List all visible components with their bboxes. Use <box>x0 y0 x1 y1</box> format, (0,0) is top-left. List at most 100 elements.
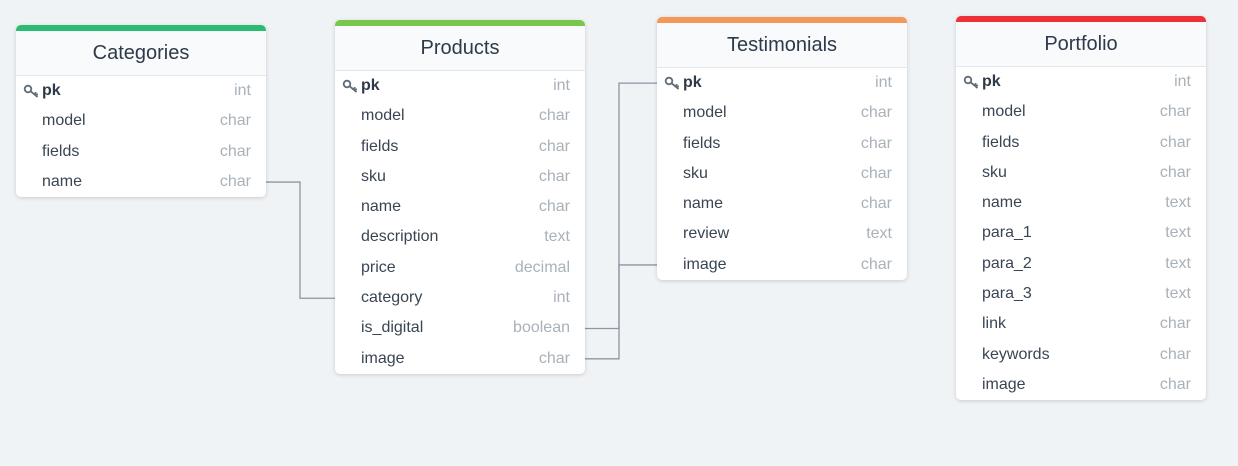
field-name: name <box>683 195 724 213</box>
field-type: char <box>860 104 892 122</box>
field-row-description[interactable]: description text <box>335 222 585 252</box>
relation-line <box>585 82 657 330</box>
field-row-link[interactable]: link char <box>956 309 1206 339</box>
field-type: text <box>544 228 570 246</box>
field-type: char <box>538 107 570 125</box>
field-name: model <box>361 107 405 125</box>
field-name: model <box>982 103 1026 121</box>
field-name: para_1 <box>982 224 1032 242</box>
key-icon <box>963 74 979 90</box>
field-name: name <box>982 194 1023 212</box>
field-row-pk[interactable]: pk int <box>16 76 266 106</box>
field-type: char <box>860 134 892 152</box>
field-row-category[interactable]: category int <box>335 283 585 313</box>
field-type: int <box>553 289 570 307</box>
field-name: price <box>361 258 396 276</box>
field-type: char <box>1159 103 1191 121</box>
field-row-model[interactable]: model char <box>335 101 585 131</box>
field-name: is_digital <box>361 319 424 337</box>
field-name: category <box>361 289 423 307</box>
field-name: name <box>42 172 83 190</box>
field-type: text <box>866 225 892 243</box>
field-type: char <box>538 137 570 155</box>
field-type: int <box>234 82 251 99</box>
field-name: para_3 <box>982 285 1032 303</box>
field-name: sku <box>982 163 1007 181</box>
field-row-fields[interactable]: fields char <box>335 132 585 162</box>
field-row-is-digital[interactable]: is_digital boolean <box>335 313 585 343</box>
field-type: char <box>1159 133 1191 151</box>
field-name: pk <box>982 73 1001 90</box>
field-type: decimal <box>514 258 570 276</box>
field-type: text <box>1165 254 1191 272</box>
field-name: description <box>361 228 439 246</box>
field-type: char <box>219 142 251 160</box>
table-title: Portfolio <box>956 22 1206 67</box>
field-name: fields <box>42 142 80 160</box>
field-type: char <box>538 349 570 367</box>
field-name: model <box>683 104 727 122</box>
field-row-name[interactable]: name char <box>16 167 266 197</box>
key-icon <box>342 78 358 94</box>
table-header-bar <box>16 25 266 31</box>
field-type: boolean <box>513 319 570 337</box>
field-name: image <box>982 375 1026 393</box>
table-header-bar <box>657 17 907 23</box>
field-type: char <box>860 195 892 213</box>
field-name: fields <box>361 137 399 155</box>
relation-line <box>585 264 657 360</box>
field-type: char <box>1159 315 1191 333</box>
table-title: Products <box>335 26 585 71</box>
table-header-bar <box>335 20 585 26</box>
field-type: char <box>538 167 570 185</box>
field-type: char <box>1159 345 1191 363</box>
field-type: char <box>1159 163 1191 181</box>
field-row-price[interactable]: price decimal <box>335 253 585 283</box>
field-type: char <box>860 255 892 273</box>
field-row-model[interactable]: model char <box>657 98 907 128</box>
field-name: fields <box>982 133 1020 151</box>
field-name: name <box>361 198 402 216</box>
field-name: pk <box>683 74 702 91</box>
field-type: text <box>1165 285 1191 303</box>
field-name: pk <box>42 82 61 99</box>
field-type: int <box>553 77 570 94</box>
field-name: link <box>982 315 1007 333</box>
field-row-fields[interactable]: fields char <box>16 137 266 167</box>
field-row-name[interactable]: name text <box>956 188 1206 218</box>
field-row-para-3[interactable]: para_3 text <box>956 279 1206 309</box>
field-row-fields[interactable]: fields char <box>956 128 1206 158</box>
field-type: text <box>1165 194 1191 212</box>
field-type: char <box>219 172 251 190</box>
field-row-model[interactable]: model char <box>956 97 1206 127</box>
table-title: Testimonials <box>657 23 907 68</box>
relation-line <box>266 181 335 299</box>
key-icon <box>23 83 39 99</box>
field-name: sku <box>683 164 708 182</box>
field-row-name[interactable]: name char <box>657 189 907 219</box>
field-row-sku[interactable]: sku char <box>956 158 1206 188</box>
